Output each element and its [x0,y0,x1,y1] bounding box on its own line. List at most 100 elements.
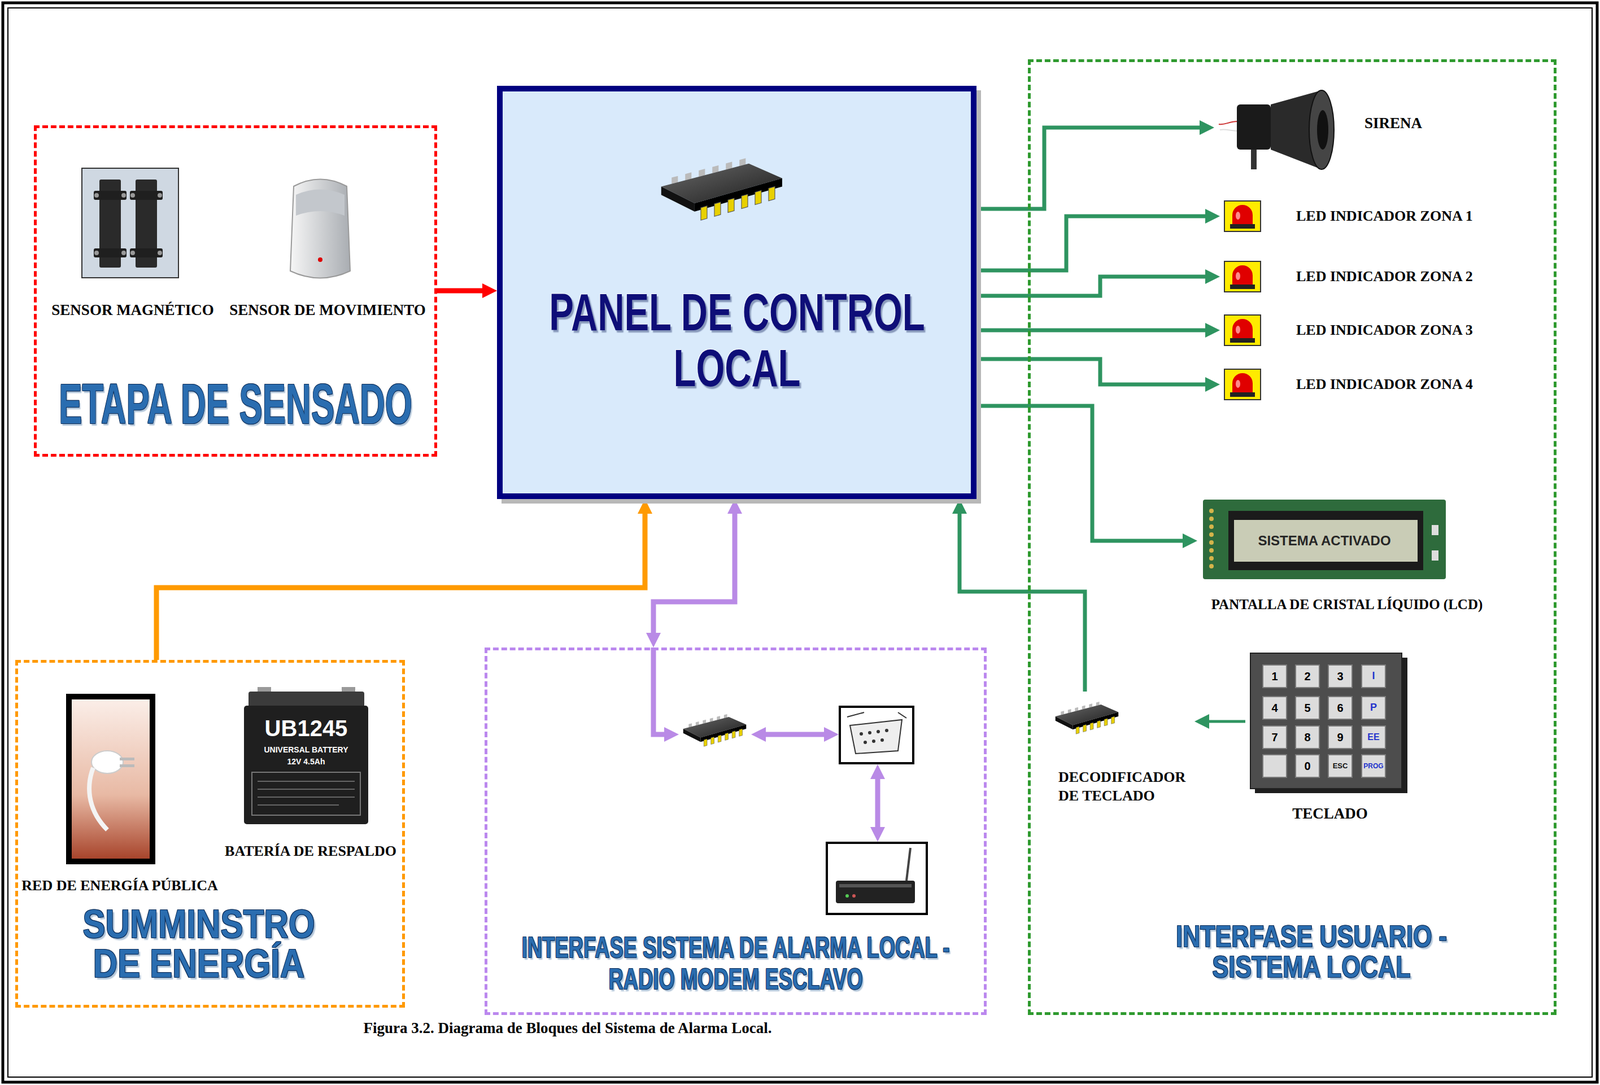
keypad: TECLADO [1245,649,1415,826]
zone-led-icon [1235,272,1241,281]
connector-arrow [976,406,1187,542]
lcd-picture [1209,564,1214,569]
lcd-picture [1209,532,1214,538]
battery-picture [243,705,369,825]
motion-sensor-picture [295,189,345,217]
key-label: 9 [1328,730,1353,745]
magnetic-sensor-picture [121,250,126,256]
key-label: 8 [1295,730,1320,745]
interface-chip-picture [683,714,747,747]
magnetic-sensor-picture [130,193,135,198]
zone-led-icon [1230,224,1255,229]
zone-led-icon [1230,392,1255,398]
lcd-picture [1209,524,1214,530]
battery-label: 12V 4.5Ah [249,757,363,767]
battery-picture [257,781,355,783]
connector-arrow [976,216,1209,271]
stage-title: ETAPA DE SENSADO [42,375,429,433]
keypad-picture [1328,755,1353,778]
keypad-picture [1361,665,1386,688]
zone-led-icon [1230,338,1255,343]
siren-picture [1317,110,1329,150]
keypad-picture [1250,653,1408,794]
zone-led-icon [1224,261,1261,292]
zone-led-icon [1232,373,1253,394]
radio-modem-picture [852,894,856,898]
part-label: TECLADO [1245,804,1415,823]
key-label: PROG [1361,762,1386,771]
keypad-picture [1328,726,1353,749]
zone-led-icon [1232,319,1253,340]
zone-led-icon [1224,261,1261,292]
key-label: 6 [1328,701,1353,716]
decoder-chip-picture [1055,702,1119,735]
siren-picture [1218,121,1238,125]
panel-title: PANEL DE CONTROL LOCAL [526,284,948,398]
serial-connector-picture [872,739,876,744]
keypad-picture [1361,755,1386,778]
connector-arrow [437,288,486,294]
serial-connector-picture [847,712,907,719]
magnetic-sensor-picture [81,168,179,278]
magnetic-sensor-picture [93,248,127,258]
key-label: 1 [1262,669,1287,684]
figure-caption: Figura 3.2. Diagrama de Bloques del Sist… [313,1019,822,1038]
magnetic-sensor: SENSOR MAGNÉTICO [45,163,221,322]
magnetic-sensor-picture [121,193,126,198]
serial-connector-picture [876,730,880,734]
keypad-picture [1361,696,1386,720]
keypad-picture [1328,665,1353,688]
lcd-picture [1431,525,1439,536]
lcd-screen-text: SISTEMA ACTIVADO [1234,533,1415,549]
keypad-picture [1295,755,1320,778]
power-outlet-picture [119,764,135,768]
zone-led-icon [1230,284,1255,290]
part-label: RED DE ENERGÍA PÚBLICA [19,877,221,895]
keypad-picture [1295,696,1320,720]
motion-sensor: SENSOR DE MOVIMIENTO [223,163,432,322]
zone-led-icon [1224,315,1261,346]
connector-arrow [1205,720,1246,724]
interface-wire [762,732,828,738]
zone-led: LED INDICADOR ZONA 2 [1219,257,1542,296]
power-outlet-picture [71,699,150,860]
zone-led-icon [1224,201,1261,232]
part-label: LED INDICADOR ZONA 3 [1296,321,1534,339]
radio-modem-picture [839,884,912,888]
panel-fill [496,85,977,500]
keypad-picture [1295,665,1320,688]
zone-led-icon [1224,201,1261,232]
connector-arrow [976,359,1209,385]
user-interface-region: SIRENALED INDICADOR ZONA 1LED INDICADOR … [1027,59,1557,1016]
interface-wire [653,647,668,735]
magnetic-sensor-picture [130,250,135,256]
connector-arrow [976,276,1209,296]
battery-picture [243,687,369,825]
magnetic-sensor-picture [94,193,99,198]
keypad-decoder: DECODIFICADOR DE TECLADO [1050,691,1195,808]
battery-picture [257,804,339,806]
part-label: LED INDICADOR ZONA 2 [1296,268,1534,286]
siren-picture [1219,129,1238,132]
keypad-picture [1254,657,1408,794]
magnetic-sensor-picture [129,190,163,200]
panel-fill [661,158,783,221]
connector-arrow [976,328,1209,333]
serial-connector-picture [849,720,902,754]
motion-sensor-picture [317,257,323,263]
keypad-picture [1250,653,1402,789]
key-label: 0 [1295,759,1320,774]
radio-modem-picture [845,894,849,898]
battery-picture [257,788,355,791]
stage-title: INTERFASE SISTEMA DE ALARMA LOCAL - RADI… [487,931,985,996]
interface-chip-picture [683,714,747,747]
keypad-picture [1328,696,1353,720]
battery-picture [251,772,361,816]
panel-fill [496,85,977,500]
part-label: SENSOR DE MOVIMIENTO [223,301,432,320]
zone-led: LED INDICADOR ZONA 1 [1219,197,1542,236]
zone-led: LED INDICADOR ZONA 4 [1219,365,1542,404]
key-label: I [1361,670,1386,683]
